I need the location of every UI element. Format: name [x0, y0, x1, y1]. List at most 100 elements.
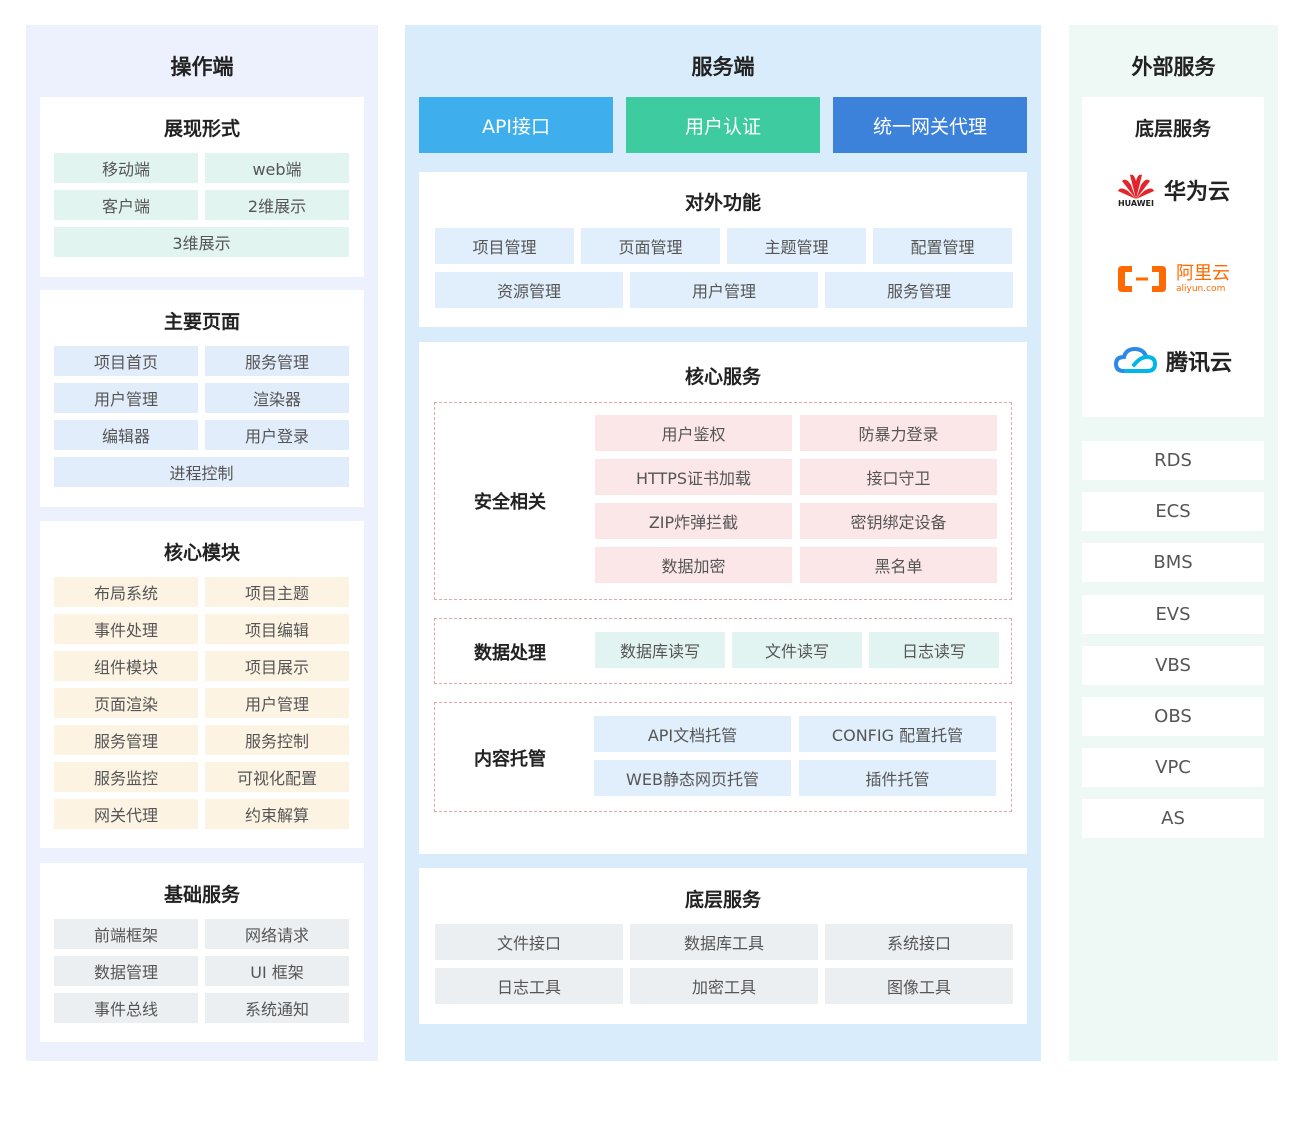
- main-page-item: 进程控制: [54, 457, 349, 487]
- data-processing-group: 数据处理 数据库读写 文件读写 日志读写: [434, 618, 1012, 684]
- content-hosting-item: CONFIG 配置托管: [799, 716, 996, 752]
- basic-service-item: 前端框架: [54, 919, 198, 949]
- main-page-item: 用户登录: [205, 420, 349, 450]
- core-services-title: 核心服务: [684, 366, 761, 388]
- external-function-item: 用户管理: [630, 272, 818, 308]
- base-service-item: 系统接口: [825, 924, 1013, 960]
- user-auth-block: 用户认证: [626, 97, 820, 153]
- aliyun-logo: 阿里云 aliyun.com: [1082, 263, 1264, 295]
- core-module-item: 网关代理: [54, 799, 198, 829]
- data-processing-item: 日志读写: [869, 632, 999, 668]
- core-module-item: 布局系统: [54, 577, 198, 607]
- huawei-flower-icon: [1117, 174, 1154, 199]
- external-service-item: BMS: [1082, 543, 1264, 582]
- external-function-item: 页面管理: [581, 228, 720, 264]
- external-functions-panel: 对外功能 项目管理 页面管理 主题管理 配置管理 资源管理 用户管理 服务管理: [419, 172, 1027, 327]
- display-form-item: 2维展示: [205, 190, 349, 220]
- external-function-item: 主题管理: [727, 228, 866, 264]
- core-module-item: 约束解算: [205, 799, 349, 829]
- core-module-item: 项目主题: [205, 577, 349, 607]
- data-processing-item: 文件读写: [732, 632, 862, 668]
- security-item: 防暴力登录: [800, 415, 997, 451]
- base-service-item: 图像工具: [825, 968, 1013, 1004]
- base-service-item: 文件接口: [435, 924, 623, 960]
- aliyun-sub-label: aliyun.com: [1176, 283, 1226, 294]
- content-hosting-item: 插件托管: [799, 760, 996, 796]
- security-item: 数据加密: [595, 547, 792, 583]
- external-services-column: 外部服务 底层服务 HUAWEI 华为云: [1069, 25, 1278, 1061]
- basic-service-item: 数据管理: [54, 956, 198, 986]
- huawei-sub-label: HUAWEI: [1117, 199, 1154, 208]
- security-item: 密钥绑定设备: [800, 503, 997, 539]
- security-item: ZIP炸弹拦截: [595, 503, 792, 539]
- external-function-item: 资源管理: [435, 272, 623, 308]
- main-pages-panel: 主要页面 项目首页 服务管理 用户管理 渲染器 编辑器 用户登录 进程控制: [40, 290, 364, 507]
- external-functions-title: 对外功能: [684, 192, 761, 214]
- external-function-item: 服务管理: [825, 272, 1013, 308]
- main-page-item: 项目首页: [54, 346, 198, 376]
- gateway-proxy-block: 统一网关代理: [833, 97, 1027, 153]
- display-form-item: web端: [205, 153, 349, 183]
- security-item: 接口守卫: [800, 459, 997, 495]
- content-hosting-item: WEB静态网页托管: [594, 760, 791, 796]
- display-form-item: 客户端: [54, 190, 198, 220]
- server-column-title: 服务端: [691, 55, 755, 79]
- security-group: 安全相关 用户鉴权 防暴力登录 HTTPS证书加载 接口守卫 ZIP炸弹拦截 密…: [434, 402, 1012, 600]
- api-interface-block: API接口: [419, 97, 613, 153]
- security-label: 安全相关: [474, 492, 546, 513]
- external-function-item: 配置管理: [873, 228, 1012, 264]
- base-service-item: 加密工具: [630, 968, 818, 1004]
- tencent-cloud-icon: [1113, 346, 1157, 373]
- base-services-title: 底层服务: [684, 889, 761, 911]
- content-hosting-label: 内容托管: [474, 749, 546, 770]
- external-service-item: VBS: [1082, 646, 1264, 685]
- data-processing-item: 数据库读写: [595, 632, 725, 668]
- aliyun-bracket-icon: [1118, 266, 1166, 292]
- core-module-item: 项目编辑: [205, 614, 349, 644]
- security-item: 黑名单: [800, 547, 997, 583]
- core-module-item: 服务监控: [54, 762, 198, 792]
- external-service-item: VPC: [1082, 748, 1264, 787]
- base-service-item: 数据库工具: [630, 924, 818, 960]
- huawei-cloud-name: 华为云: [1163, 179, 1230, 205]
- core-module-item: 服务管理: [54, 725, 198, 755]
- huawei-cloud-logo: HUAWEI 华为云: [1082, 171, 1264, 208]
- external-service-item: OBS: [1082, 697, 1264, 736]
- core-modules-title: 核心模块: [163, 542, 240, 564]
- display-forms-panel: 展现形式 移动端 web端 客户端 2维展示 3维展示: [40, 97, 364, 277]
- basic-services-panel: 基础服务 前端框架 网络请求 数据管理 UI 框架 事件总线 系统通知: [40, 863, 364, 1042]
- main-page-item: 服务管理: [205, 346, 349, 376]
- core-module-item: 组件模块: [54, 651, 198, 681]
- core-services-panel: 核心服务 安全相关 用户鉴权 防暴力登录 HTTPS证书加载 接口守卫 ZIP炸…: [419, 342, 1027, 854]
- basic-service-item: 系统通知: [205, 993, 349, 1023]
- aliyun-name: 阿里云: [1176, 262, 1230, 284]
- basic-service-item: UI 框架: [205, 956, 349, 986]
- core-module-item: 服务控制: [205, 725, 349, 755]
- external-service-item: ECS: [1082, 492, 1264, 531]
- cloud-providers-title: 底层服务: [1134, 118, 1211, 140]
- main-page-item: 渲染器: [205, 383, 349, 413]
- data-processing-label: 数据处理: [474, 643, 546, 664]
- main-page-item: 用户管理: [54, 383, 198, 413]
- base-services-panel: 底层服务 文件接口 数据库工具 系统接口 日志工具 加密工具 图像工具: [419, 868, 1027, 1024]
- security-item: 用户鉴权: [595, 415, 792, 451]
- client-column-title: 操作端: [170, 55, 234, 79]
- core-module-item: 页面渲染: [54, 688, 198, 718]
- core-modules-panel: 核心模块 布局系统 项目主题 事件处理 项目编辑 组件模块 项目展示 页面渲染 …: [40, 521, 364, 848]
- display-forms-title: 展现形式: [163, 118, 240, 140]
- core-module-item: 可视化配置: [205, 762, 349, 792]
- external-service-item: EVS: [1082, 595, 1264, 634]
- cloud-providers-panel: 底层服务 HUAWEI 华为云: [1082, 97, 1264, 417]
- display-form-item: 3维展示: [54, 227, 349, 257]
- base-service-item: 日志工具: [435, 968, 623, 1004]
- external-services-title: 外部服务: [1131, 55, 1216, 79]
- tencent-cloud-logo: 腾讯云: [1082, 345, 1264, 377]
- external-service-item: AS: [1082, 799, 1264, 838]
- security-item: HTTPS证书加载: [595, 459, 792, 495]
- server-column: 服务端 API接口 用户认证 统一网关代理 对外功能 项目管理 页面管理 主题管…: [405, 25, 1041, 1061]
- basic-services-title: 基础服务: [163, 884, 240, 906]
- core-module-item: 事件处理: [54, 614, 198, 644]
- display-form-item: 移动端: [54, 153, 198, 183]
- core-module-item: 项目展示: [205, 651, 349, 681]
- tencent-cloud-name: 腾讯云: [1165, 351, 1232, 376]
